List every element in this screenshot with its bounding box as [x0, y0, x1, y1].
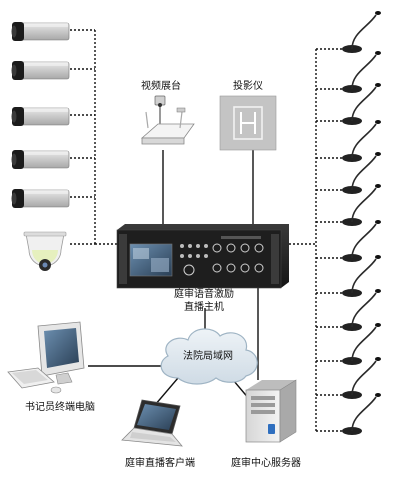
video-stand-label: 视频展台 — [141, 81, 181, 92]
gooseneck-microphone-icon — [342, 289, 381, 331]
projector-screen-icon — [219, 95, 277, 151]
box-camera-icon — [11, 107, 70, 126]
host-label-line1: 庭审语音激励 — [174, 289, 234, 300]
gooseneck-microphone-icon — [342, 393, 381, 435]
lan-label: 法院局域网 — [183, 351, 233, 362]
box-camera-icon — [11, 150, 70, 169]
gooseneck-microphone-icon — [342, 255, 381, 297]
tower-server-icon — [245, 379, 297, 443]
dome-camera-icon — [23, 231, 67, 271]
microphone-array — [342, 11, 381, 435]
gooseneck-microphone-icon — [342, 357, 381, 399]
box-camera-icon — [11, 61, 70, 80]
gooseneck-microphone-icon — [342, 220, 381, 262]
gooseneck-microphone-icon — [342, 184, 381, 226]
document-camera-icon — [140, 95, 195, 145]
gooseneck-microphone-icon — [342, 51, 381, 93]
laptop-icon — [121, 399, 183, 447]
rack-host-icon — [116, 224, 289, 289]
box-camera-icon — [11, 189, 70, 208]
gooseneck-microphone-icon — [342, 83, 381, 125]
gooseneck-microphone-icon — [342, 11, 381, 53]
client-label: 庭审直播客户端 — [125, 458, 195, 469]
clerk-pc-label: 书记员终端电脑 — [25, 402, 95, 413]
gooseneck-microphone-icon — [342, 323, 381, 365]
desktop-pc-icon — [7, 321, 85, 394]
box-camera-icon — [11, 22, 70, 41]
host-label-line2: 直播主机 — [184, 302, 224, 313]
projector-label: 投影仪 — [233, 81, 263, 92]
gooseneck-microphone-icon — [342, 152, 381, 194]
cloud-icon — [160, 328, 258, 385]
server-label: 庭审中心服务器 — [231, 458, 301, 469]
gooseneck-microphone-icon — [342, 120, 381, 162]
